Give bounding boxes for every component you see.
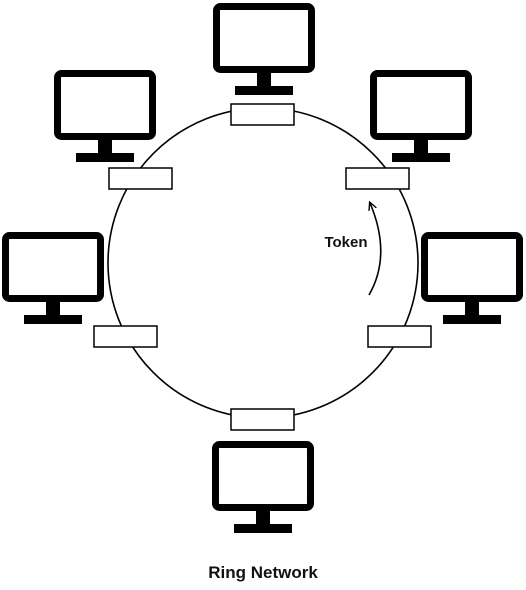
connector-lower-right xyxy=(367,325,432,348)
connector-top xyxy=(230,103,295,126)
ring-circle xyxy=(107,107,419,419)
connector-lower-left xyxy=(93,325,158,348)
token-arrow xyxy=(368,203,382,296)
computer-monitor-icon xyxy=(213,3,315,95)
connector-upper-left xyxy=(108,167,173,190)
computer-monitor-icon xyxy=(421,232,523,324)
connector-upper-right xyxy=(345,167,410,190)
computer-monitor-icon xyxy=(54,70,156,162)
connector-bottom xyxy=(230,408,295,431)
diagram-caption: Ring Network xyxy=(208,563,318,582)
computer-monitor-icon xyxy=(370,70,472,162)
computer-monitor-icon xyxy=(2,232,104,324)
token-label: Token xyxy=(324,234,367,251)
computer-monitor-icon xyxy=(212,441,314,533)
